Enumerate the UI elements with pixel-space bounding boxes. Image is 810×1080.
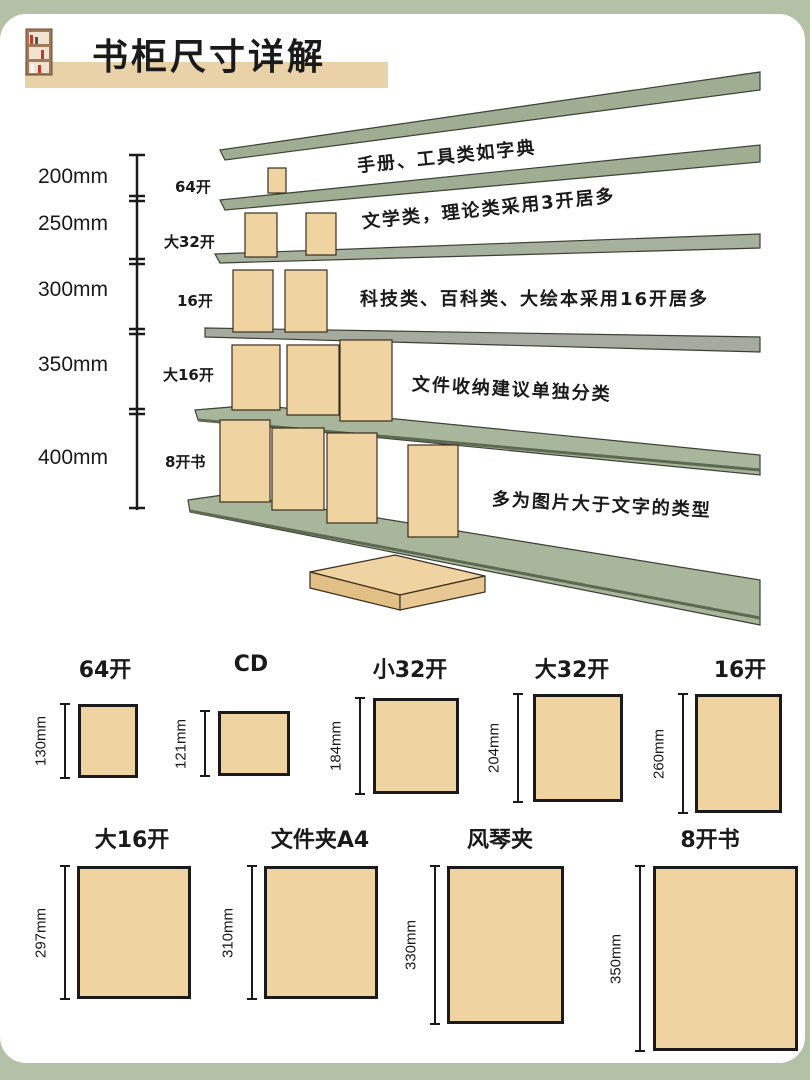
- bookshelf-icon: [25, 28, 53, 76]
- shelf-size-label: 16开: [177, 292, 213, 310]
- shelf-height-label: 300mm: [38, 278, 109, 301]
- size-sample-box: [218, 711, 290, 776]
- shelf-3: [214, 233, 761, 264]
- book: [232, 269, 274, 333]
- size-dimension-bar: [355, 697, 365, 795]
- shelf-height-label: 250mm: [38, 212, 109, 235]
- shelf-4: [204, 327, 761, 353]
- shelf-1: [219, 71, 761, 161]
- size-sample-box: [653, 866, 798, 1051]
- size-title: 小32开: [372, 658, 448, 683]
- size-dimension-label: 330mm: [402, 919, 420, 971]
- size-dimension-label: 297mm: [32, 907, 50, 958]
- shelf-height-label: 350mm: [38, 353, 109, 376]
- size-title: 大32开: [534, 658, 610, 683]
- size-sample-box: [264, 866, 378, 999]
- size-title: 文件夹A4: [270, 828, 370, 853]
- size-dimension-bar: [200, 710, 210, 777]
- size-title: CD: [233, 652, 269, 677]
- size-dimension-bar: [430, 865, 440, 1025]
- book: [267, 167, 287, 194]
- book: [339, 339, 393, 422]
- book: [305, 212, 337, 256]
- size-sample-box: [77, 866, 191, 999]
- size-dimension-bar: [513, 693, 523, 803]
- size-sample-box: [447, 866, 564, 1024]
- shelf-size-label: 大16开: [163, 366, 214, 384]
- title-highlight-bar: [25, 62, 388, 88]
- book: [407, 444, 459, 538]
- book: [219, 419, 271, 503]
- shelf-height-label: 400mm: [38, 446, 109, 469]
- shelf-height-label: 200mm: [38, 165, 109, 188]
- size-dimension-label: 260mm: [650, 728, 668, 779]
- size-title: 大16开: [94, 828, 170, 853]
- shelf-size-label: 大32开: [164, 233, 215, 251]
- books: [219, 167, 486, 611]
- height-dimension-bar: [129, 153, 145, 510]
- size-dimension-bar: [678, 693, 688, 814]
- shelf-size-label: 8开书: [165, 453, 206, 471]
- size-dimension-bar: [60, 703, 70, 779]
- size-dimension-label: 350mm: [607, 933, 625, 984]
- shelf-size-label: 64开: [175, 178, 211, 196]
- shelf-2: [219, 144, 761, 211]
- book: [284, 269, 328, 333]
- size-dimension-bar: [247, 865, 257, 1000]
- book: [271, 427, 325, 511]
- size-dimension-label: 310mm: [219, 907, 237, 958]
- book: [244, 212, 278, 258]
- book: [231, 344, 281, 411]
- size-title: 64开: [78, 658, 132, 683]
- size-dimension-label: 184mm: [327, 720, 345, 772]
- size-dimension-label: 204mm: [485, 722, 503, 774]
- size-title: 16开: [713, 658, 767, 683]
- size-dimension-bar: [635, 865, 645, 1052]
- floor-book-front: [399, 575, 486, 611]
- page-title: 书柜尺寸详解: [92, 37, 327, 78]
- size-dimension-label: 121mm: [172, 718, 190, 769]
- size-sample-box: [533, 694, 623, 802]
- size-dimension-bar: [60, 865, 70, 1000]
- shelf-description: 科技类、百科类、大绘本采用16开居多: [360, 289, 710, 310]
- size-dimension-label: 130mm: [32, 715, 50, 767]
- size-title: 风琴夹: [466, 828, 534, 853]
- size-title: 8开书: [680, 828, 740, 853]
- size-sample-box: [373, 698, 459, 794]
- size-sample-box: [78, 704, 138, 778]
- book: [286, 344, 340, 416]
- book: [326, 432, 378, 524]
- size-sample-box: [695, 694, 782, 813]
